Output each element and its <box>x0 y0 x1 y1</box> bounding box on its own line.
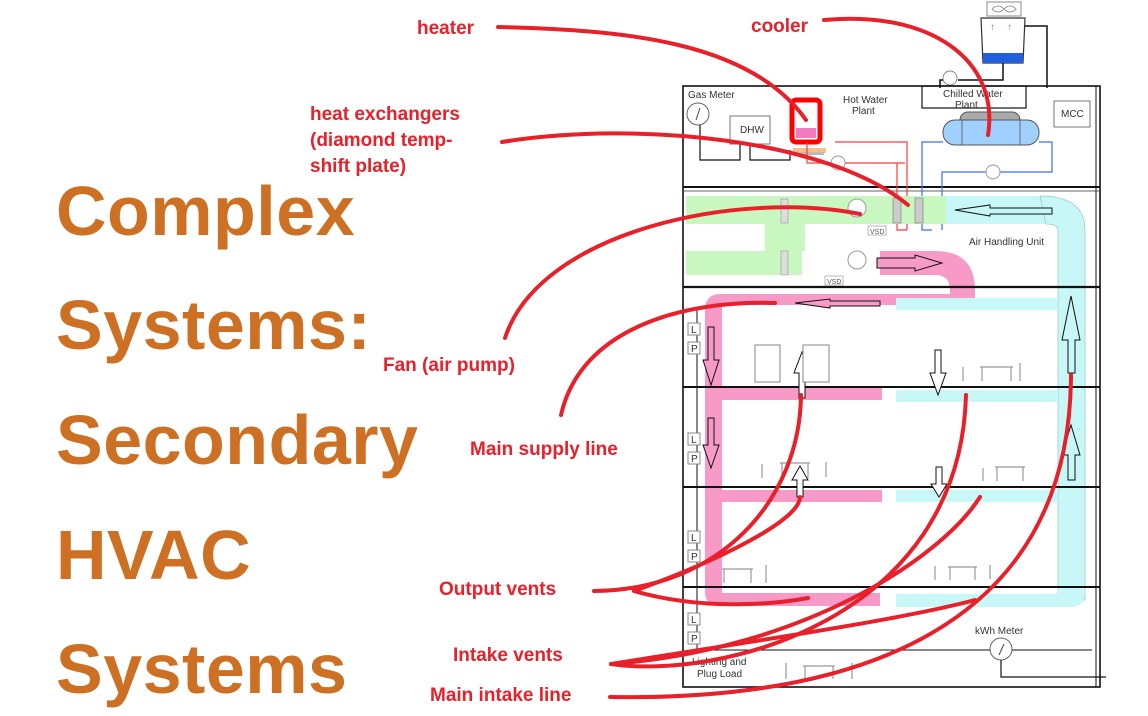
lighting-label-2: Plug Load <box>697 669 742 680</box>
svg-text:↑: ↑ <box>990 22 995 33</box>
gas-meter-label: Gas Meter <box>688 90 735 101</box>
label-output-vents: Output vents <box>439 579 557 600</box>
vsd-label-1: VSD <box>870 229 884 236</box>
main-intake-leader <box>608 373 1073 700</box>
plug-panel-box <box>687 631 701 645</box>
plug-panel-label: P <box>691 454 698 465</box>
heater-leader <box>496 25 808 122</box>
label-heat-exchangers-2: (diamond temp- <box>310 130 453 151</box>
lighting-panel-label: L <box>691 615 697 626</box>
plug-panel-box <box>687 451 701 465</box>
intake-up-arrow-2 <box>1061 423 1081 481</box>
title-line-5: Systems <box>56 630 348 708</box>
vsd-label-2: VSD <box>827 279 841 286</box>
lighting-panel-label: L <box>691 533 697 544</box>
chilled-water-plant-label-2: Plant <box>955 100 978 111</box>
output-vent-leader-2 <box>632 495 802 593</box>
output-vent-leader-1 <box>592 393 803 593</box>
plug-panel-label: P <box>691 344 698 355</box>
mcc-label: MCC <box>1061 109 1084 120</box>
title-line-3: Secondary <box>56 401 419 479</box>
tower-water <box>983 53 1023 63</box>
heat-exchanger-leader <box>500 131 910 207</box>
supply-down-arrow-1 <box>702 326 720 387</box>
label-main-supply-line: Main supply line <box>470 439 618 460</box>
lighting-panel-box <box>687 322 701 336</box>
mcc-box <box>1053 100 1091 128</box>
label-fan: Fan (air pump) <box>383 355 515 376</box>
lighting-panel-box <box>687 612 701 626</box>
svg-text:↑: ↑ <box>1007 22 1012 33</box>
title-line-4: HVAC <box>56 516 252 594</box>
intake-vent-arrow-1 <box>929 349 947 397</box>
office-furniture <box>722 344 1025 679</box>
intake-vent-arrow-2 <box>930 466 948 498</box>
title-line-1: Complex <box>56 172 356 250</box>
output-vent-leader-3 <box>632 589 810 607</box>
ahu-label: Air Handling Unit <box>969 237 1044 248</box>
intake-up-arrow-1 <box>1061 295 1081 374</box>
lighting-panel-label: L <box>691 435 697 446</box>
output-vent-arrow-2 <box>791 464 809 498</box>
lighting-label-1: Lighting and <box>692 657 747 668</box>
cooler-leader <box>822 16 992 137</box>
fan-leader <box>503 205 862 340</box>
label-cooler: cooler <box>751 16 809 37</box>
label-intake-vents: Intake vents <box>453 645 563 666</box>
lighting-panel-box <box>687 432 701 446</box>
kwh-meter-label: kWh Meter <box>975 626 1024 637</box>
intake-vent-leader-1 <box>609 393 968 669</box>
label-main-intake-line: Main intake line <box>430 685 572 706</box>
intake-vent-leader-2 <box>609 495 982 666</box>
hot-water-plant-label-2: Plant <box>852 106 875 117</box>
plug-panel-box <box>687 549 701 563</box>
plug-panel-label: P <box>691 634 698 645</box>
label-heat-exchangers-1: heat exchangers <box>310 104 460 125</box>
plug-panel-label: P <box>691 552 698 563</box>
hot-water-plant-label-1: Hot Water <box>843 95 888 106</box>
annotation-leader-lines <box>496 16 1073 700</box>
supply-down-arrow-2 <box>702 417 720 470</box>
label-heat-exchangers-3: shift plate) <box>310 156 407 177</box>
dhw-label: DHW <box>740 125 764 136</box>
supply-duct-network <box>705 294 1085 607</box>
intake-vent-leader-3 <box>609 598 977 666</box>
cooling-tower: ↑ ↑ <box>939 1 1048 88</box>
lighting-panel-label: L <box>691 325 697 336</box>
label-heater: heater <box>417 18 475 39</box>
chilled-water-plant-label-1: Chilled Water <box>943 89 1003 100</box>
air-handling-unit: VSD VSD Air Handling Unit <box>686 195 1086 601</box>
title-line-2: Systems: <box>56 286 372 364</box>
main-supply-leader <box>559 300 777 417</box>
heat-exchanger-hot-icon <box>892 197 902 224</box>
return-fan-icon <box>847 250 867 270</box>
kwh-meter-icon <box>989 637 1013 661</box>
heat-exchanger-cold-icon <box>914 197 924 224</box>
chilled-water-pump-icon <box>985 164 1001 180</box>
lighting-panel-box <box>687 530 701 544</box>
plug-panel-box <box>687 341 701 355</box>
